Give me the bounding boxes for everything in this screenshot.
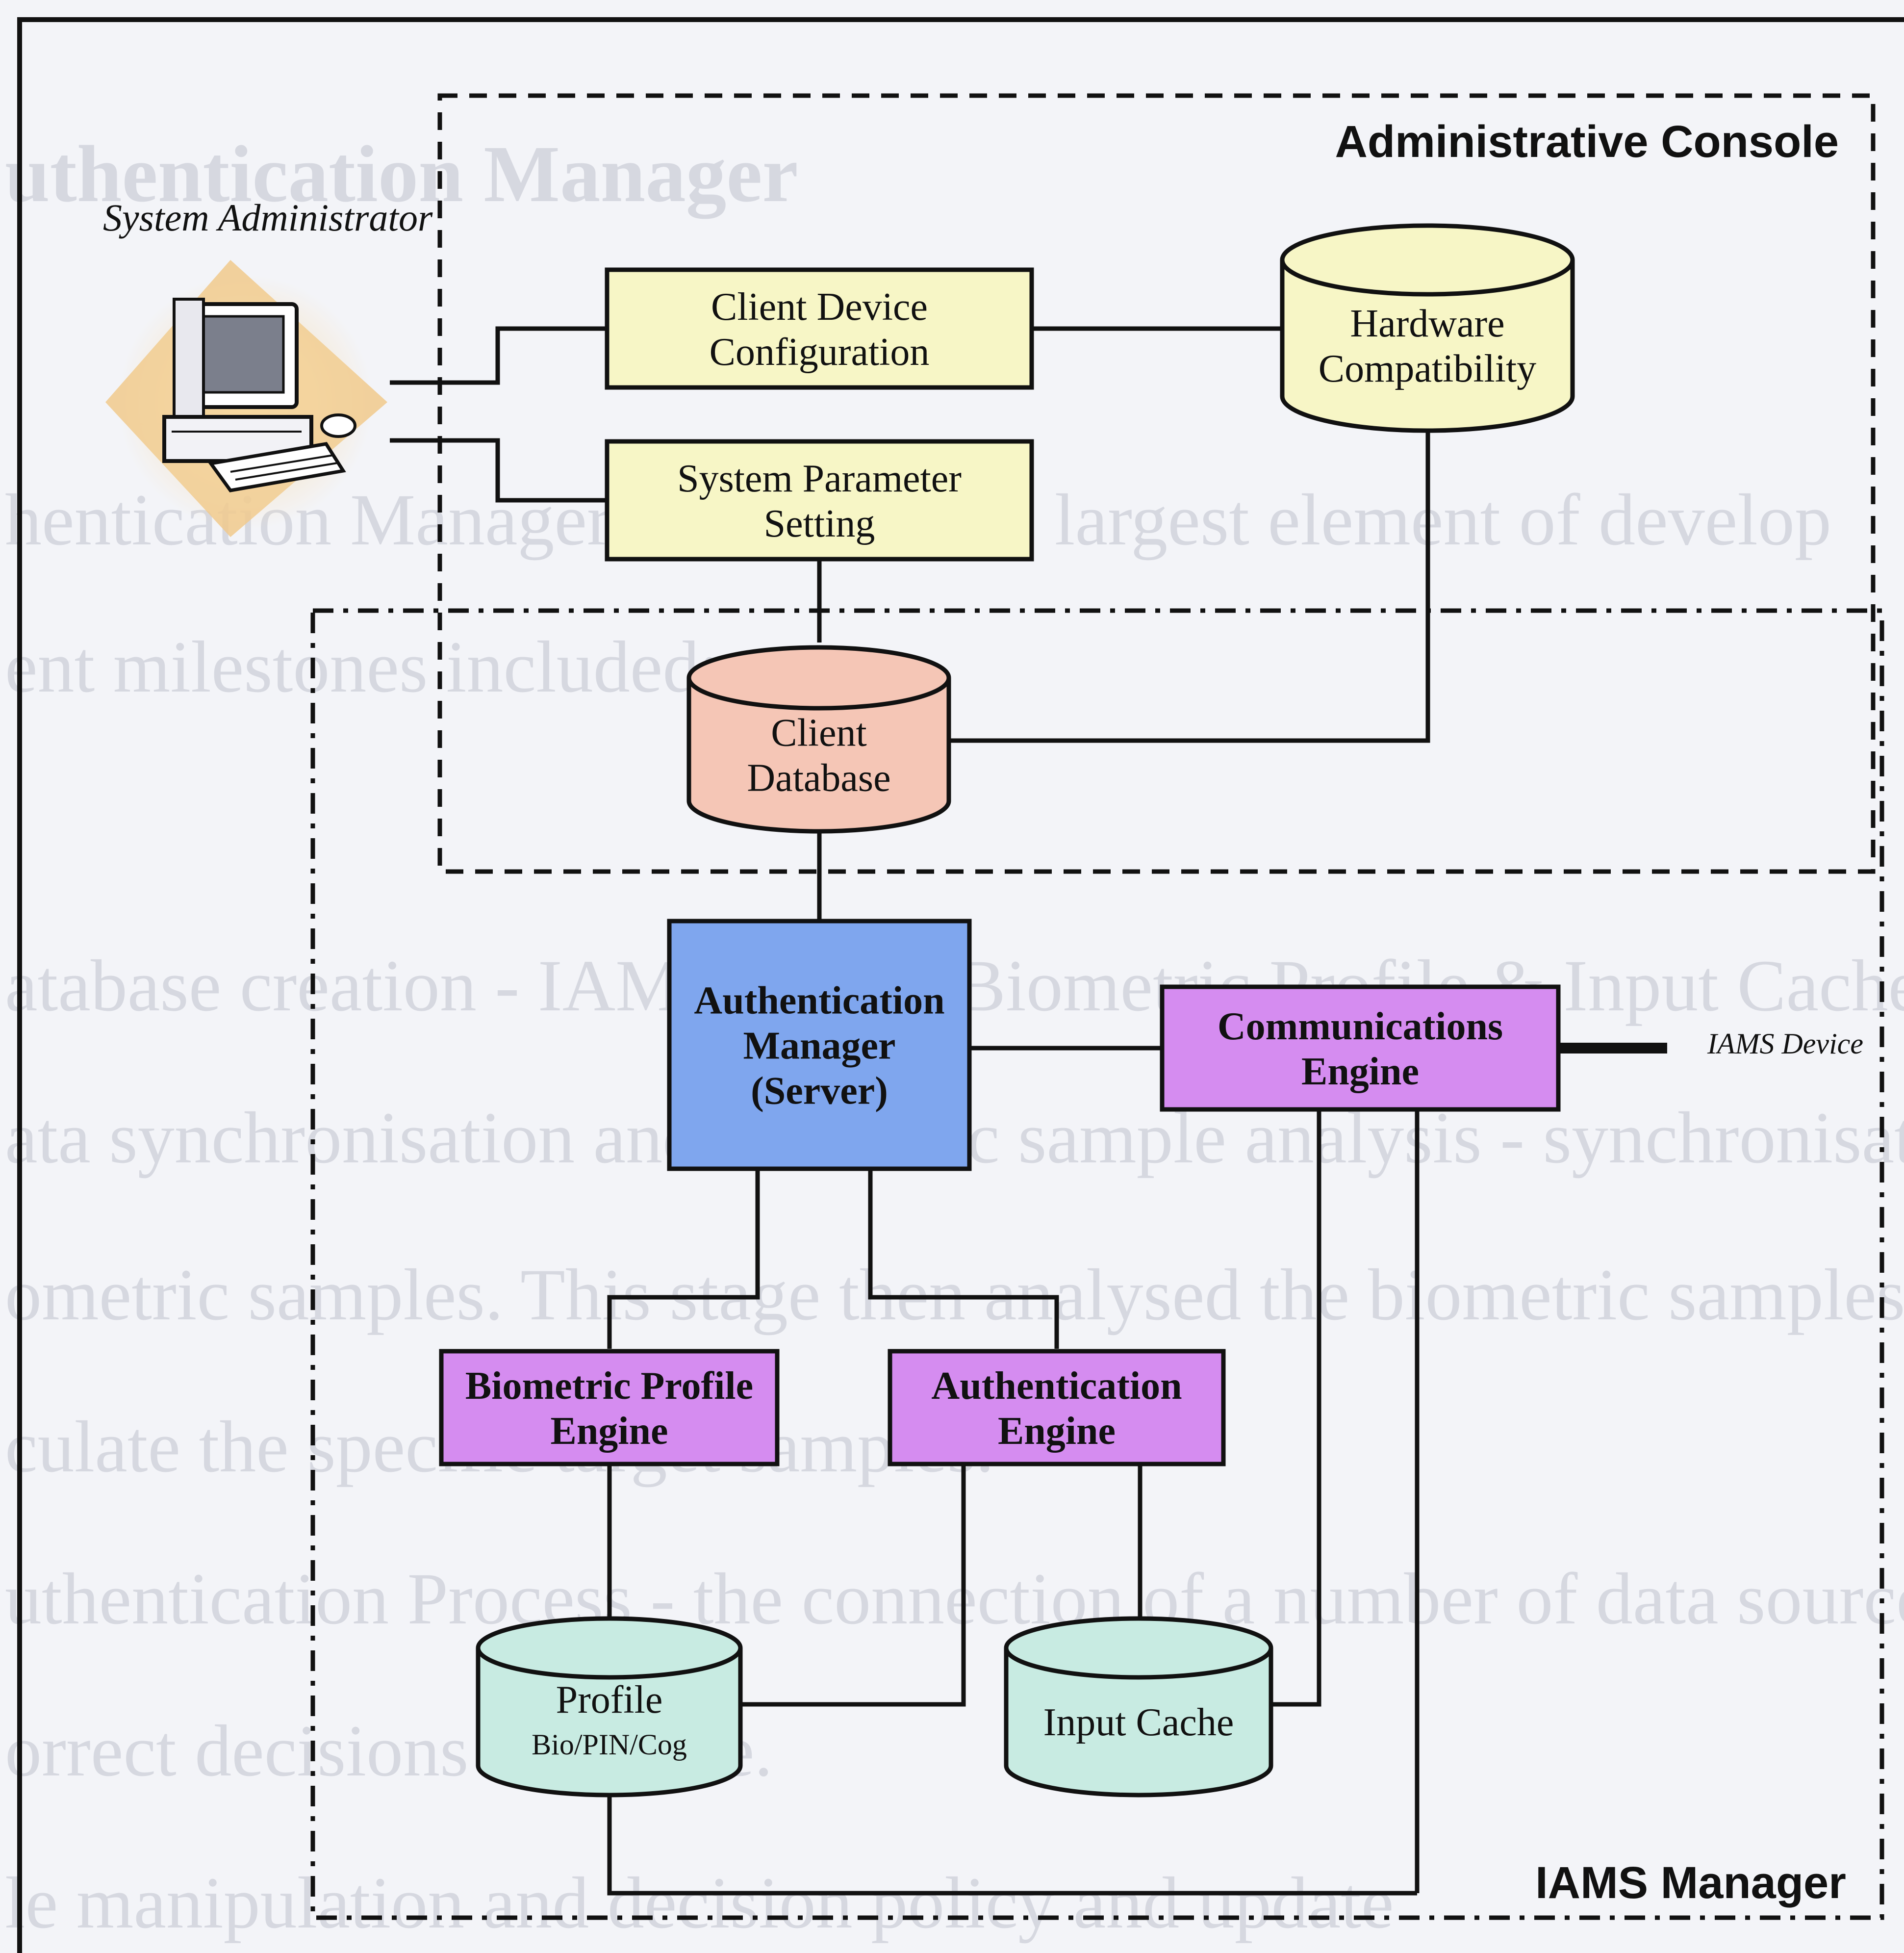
- node-label-line: Compatibility: [1319, 347, 1536, 390]
- node-label-line: Input Cache: [1043, 1701, 1234, 1744]
- comms-to-profile-arrow: [607, 1797, 1417, 1896]
- node-box: [439, 1349, 780, 1466]
- outer-frame: [17, 17, 1904, 1953]
- node-label-line: Client: [771, 712, 867, 755]
- system-administrator-label: System Administrator: [103, 196, 433, 239]
- node-label-line: Biometric Profile: [465, 1364, 753, 1408]
- cylinder-body: [476, 1648, 743, 1798]
- system-administrator: System Administrator: [103, 196, 433, 537]
- input-cache-node: Input Cache: [1004, 1616, 1273, 1798]
- admin-console-region: [437, 93, 1876, 874]
- node-box: [1160, 984, 1561, 1112]
- iams-device-label: IAMS Device: [1707, 1028, 1863, 1060]
- cylinder-body: [1004, 1648, 1273, 1798]
- cylinder-top: [686, 645, 951, 711]
- watermark-line: ent milestones included:: [5, 626, 720, 708]
- watermark-line: uthentication Process - the connection o…: [5, 1558, 1904, 1640]
- node-box: [667, 919, 972, 1171]
- watermark-line: ometric samples. This stage then analyse…: [5, 1254, 1904, 1336]
- node-label-line: Hardware: [1350, 302, 1504, 345]
- cylinder-top: [1280, 223, 1575, 297]
- hardware-to-client-db-arrow: [949, 432, 1430, 743]
- node-label-line: Engine: [998, 1410, 1116, 1453]
- node-label-line: Communications: [1218, 1005, 1503, 1048]
- iams-manager-title: IAMS Manager: [1535, 1858, 1846, 1908]
- watermark-line: uthentication Manager: [5, 129, 798, 219]
- node-label-line: Configuration: [710, 331, 930, 374]
- admin-to-parameter-arrow: [390, 438, 607, 503]
- node-label-line: Authentication: [694, 979, 944, 1023]
- computer-icon: [105, 260, 387, 537]
- node-label-line: Profile: [556, 1678, 663, 1722]
- auth-manager-biometric-arrow: [607, 1169, 760, 1349]
- auth-engine-to-profile-arrow: [741, 1465, 966, 1707]
- cylinder-body: [1280, 260, 1575, 433]
- node-box: [605, 439, 1034, 562]
- node-label-line: (Server): [751, 1070, 888, 1113]
- node-label-line: Client Device: [711, 285, 928, 329]
- connectors: [390, 326, 1668, 1896]
- node-label-line: Manager: [743, 1025, 895, 1068]
- watermark-line: le manipulation and decision policy and …: [5, 1862, 1394, 1944]
- auth-manager-auth-engine-arrow: [868, 1169, 1059, 1349]
- comms-to-input-cache-arrow: [1272, 1111, 1321, 1707]
- node-label-line: Engine: [1301, 1050, 1419, 1093]
- admin-to-client-config-arrow: [390, 326, 607, 385]
- node-box: [605, 267, 1034, 390]
- node-label-line: Authentication: [931, 1364, 1182, 1408]
- iams-manager-region: [310, 608, 1884, 1920]
- node-label-line: Database: [747, 757, 890, 800]
- cylinder-top: [1004, 1616, 1273, 1680]
- cylinder-top: [476, 1616, 743, 1680]
- node-label-line: Bio/PIN/Cog: [532, 1728, 687, 1761]
- node-label-line: Setting: [764, 502, 875, 545]
- node-box: [888, 1349, 1226, 1466]
- cylinder-body: [686, 678, 951, 834]
- admin-console-title: Administrative Console: [1335, 117, 1839, 167]
- node-label-line: System Parameter: [677, 457, 962, 500]
- node-label-line: Engine: [550, 1410, 668, 1453]
